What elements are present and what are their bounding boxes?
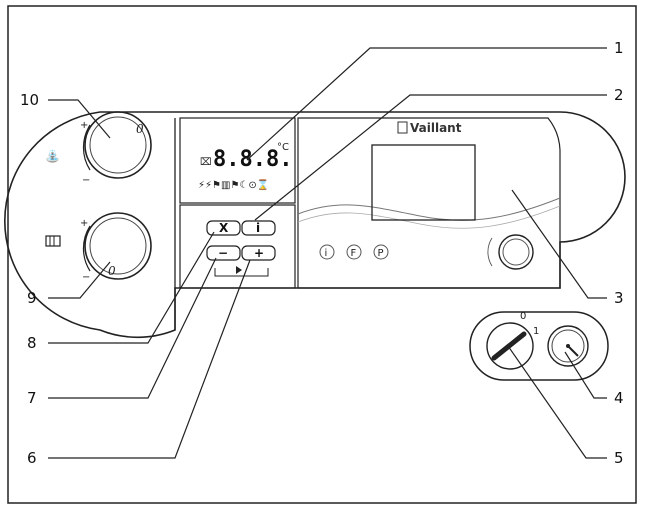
chimney-sweep-button[interactable] xyxy=(206,220,241,236)
plus-button-label: + xyxy=(254,246,264,260)
leader-2 xyxy=(254,94,607,221)
lcd-status-icons: ⚡⚡⚑▥⚑☾⊙⌛ xyxy=(198,178,269,191)
cover-knob[interactable] xyxy=(498,234,534,270)
callout-6: 6 xyxy=(27,449,37,467)
leader-3 xyxy=(511,189,607,299)
callout-10: 10 xyxy=(20,91,39,109)
heating-knob-zero: 0 xyxy=(108,264,116,278)
callout-9: 9 xyxy=(27,289,37,307)
hot-water-knob-zero: 0 xyxy=(136,122,144,136)
leader-9 xyxy=(48,261,111,299)
main-switch-off: 0 xyxy=(520,311,526,322)
info-circle-glyph: i xyxy=(325,248,328,259)
chimney-sweep-button-label: X xyxy=(219,221,229,235)
hot-water-scale-arc xyxy=(82,124,91,171)
leader-1 xyxy=(246,47,607,161)
gauge-needle xyxy=(567,345,579,357)
callout-7: 7 xyxy=(27,389,37,407)
cover-wave-line xyxy=(297,197,561,221)
brand-logo-icon xyxy=(397,121,408,134)
button-bracket xyxy=(214,268,269,277)
brand-name: Vaillant xyxy=(410,121,462,135)
callout-2: 2 xyxy=(614,86,624,104)
panel-outline xyxy=(4,111,626,339)
info-button[interactable] xyxy=(241,220,276,236)
radiator-icon-fins xyxy=(49,236,55,246)
leader-4 xyxy=(564,351,607,399)
heating-plus: + xyxy=(80,218,88,229)
f-circle-icon xyxy=(346,244,362,260)
lcd-digits: 8.8.8. xyxy=(213,147,292,172)
leader-7 xyxy=(48,257,217,399)
cover-knob-scale xyxy=(487,237,493,267)
switch-gauge-pod xyxy=(469,311,609,381)
leader-8 xyxy=(48,231,215,344)
info-button-label: i xyxy=(256,221,260,235)
callout-4: 4 xyxy=(614,389,624,407)
front-cover-frame xyxy=(297,117,561,289)
sweep-symbol-icon: ⌧ xyxy=(200,157,212,168)
arrow-right-icon xyxy=(236,266,242,274)
button-block-frame xyxy=(179,204,296,289)
leader-6 xyxy=(48,259,251,459)
display-frame xyxy=(179,117,296,204)
p-circle-icon xyxy=(373,244,389,260)
main-switch-handle xyxy=(491,331,527,361)
cover-knob-inner xyxy=(502,238,530,266)
callout-5: 5 xyxy=(614,449,624,467)
heating-knob[interactable] xyxy=(84,212,152,280)
main-switch[interactable] xyxy=(486,322,534,370)
hot-water-plus: + xyxy=(80,120,88,131)
heating-knob-inner xyxy=(89,217,147,275)
tap-icon: ⛲ xyxy=(45,149,60,163)
hot-water-knob[interactable] xyxy=(84,111,152,179)
radiator-icon xyxy=(45,235,61,247)
f-circle-glyph: F xyxy=(351,248,357,259)
heating-scale-arc xyxy=(82,225,91,272)
hot-water-knob-inner xyxy=(89,116,147,174)
frame-border xyxy=(7,5,637,504)
screen-window xyxy=(371,144,476,221)
leader-5 xyxy=(507,345,607,459)
cover-wave-line-2 xyxy=(297,205,561,229)
main-switch-on: 1 xyxy=(533,326,539,337)
gauge-pivot xyxy=(566,344,570,348)
info-circle-icon xyxy=(319,244,335,260)
minus-button[interactable] xyxy=(206,245,241,261)
leader-10 xyxy=(48,99,111,139)
heating-minus: − xyxy=(82,272,90,283)
callout-3: 3 xyxy=(614,289,624,307)
callout-8: 8 xyxy=(27,334,37,352)
pressure-gauge-dial xyxy=(551,329,585,363)
plus-button[interactable] xyxy=(241,245,276,261)
callout-1: 1 xyxy=(614,39,624,57)
hot-water-minus: − xyxy=(82,175,90,186)
minus-button-label: − xyxy=(218,246,228,260)
p-circle-glyph: P xyxy=(378,248,384,259)
pressure-gauge xyxy=(547,325,589,367)
lcd-unit: °C xyxy=(277,142,289,153)
